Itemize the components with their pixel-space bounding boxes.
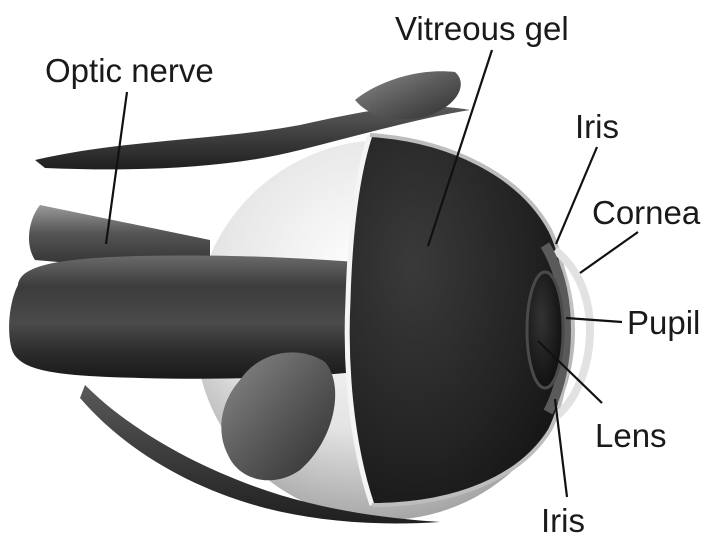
label-iris-top: Iris: [575, 108, 619, 145]
label-lens: Lens: [595, 417, 667, 454]
label-iris-bottom: Iris: [541, 502, 585, 539]
label-pupil: Pupil: [627, 304, 700, 341]
label-optic-nerve: Optic nerve: [45, 52, 214, 89]
label-cornea: Cornea: [592, 194, 701, 231]
label-vitreous-gel: Vitreous gel: [395, 10, 569, 47]
lens-shape: [527, 272, 563, 388]
leader-iris-top: [556, 147, 597, 244]
leader-cornea: [580, 232, 638, 273]
